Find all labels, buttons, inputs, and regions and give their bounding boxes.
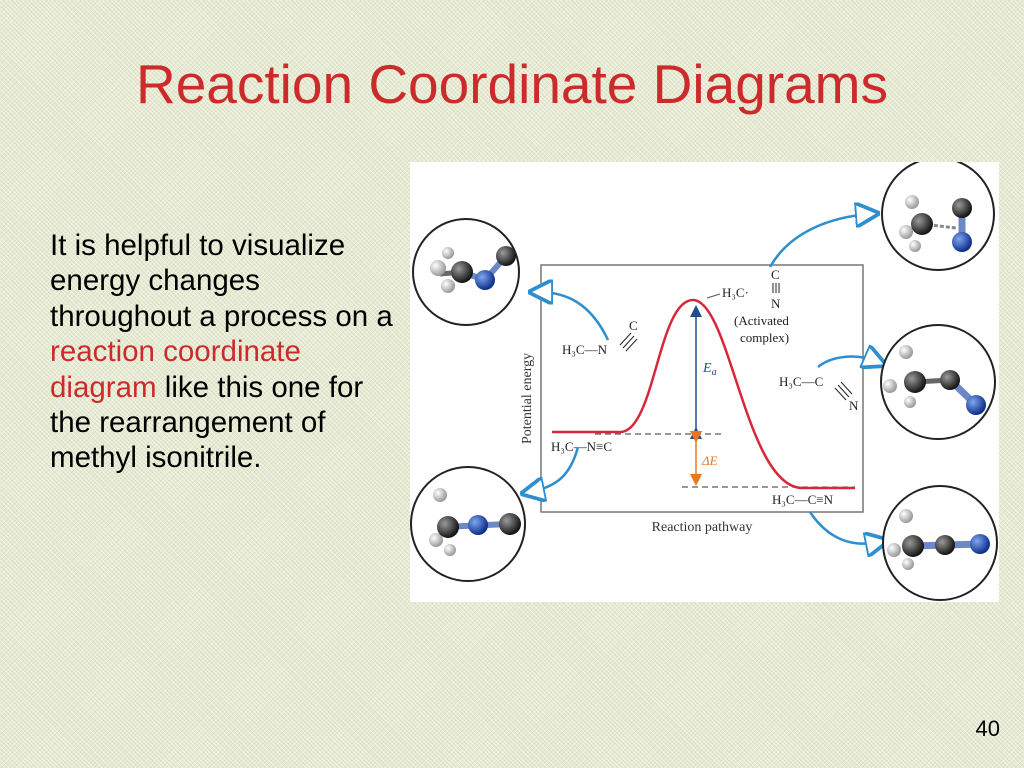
molecule-activated-complex-icon xyxy=(881,162,995,271)
body-text-part2: like this one for the rearrangement of m… xyxy=(50,370,364,475)
activated-complex-formula: H₃C· C N (Activated complex) xyxy=(722,267,789,345)
molecule-product-icon xyxy=(882,485,998,601)
svg-text:C: C xyxy=(771,267,780,282)
svg-text:H₃C—N≡C: H₃C—N≡C xyxy=(551,439,612,454)
svg-text:(Activated: (Activated xyxy=(734,313,789,328)
product-bent-formula: H₃C—C N xyxy=(779,374,859,413)
body-text: It is helpful to visualize energy change… xyxy=(50,228,395,476)
molecule-reactant-bent-icon xyxy=(412,218,520,326)
reactant-bent-formula: H₃C—N C xyxy=(562,318,638,357)
slide-title: Reaction Coordinate Diagrams xyxy=(135,53,889,115)
activated-complex-leader xyxy=(706,293,721,299)
callout-arrow-product-bent xyxy=(817,357,878,367)
molecule-reactant-icon xyxy=(410,466,526,582)
svg-text:H₃C—C: H₃C—C xyxy=(779,374,823,389)
reaction-coordinate-figure: Ea ΔE Potential energy Reaction pathway … xyxy=(410,162,999,602)
delta-e-label: ΔE xyxy=(701,453,718,468)
svg-text:H₃C—C≡N: H₃C—C≡N xyxy=(772,492,834,507)
body-text-highlight: reaction coordinate diagram xyxy=(50,335,301,404)
svg-text:H₃C·: H₃C· xyxy=(722,285,749,300)
diagram-svg: Ea ΔE Potential energy Reaction pathway … xyxy=(410,162,998,601)
svg-text:H₃C—N: H₃C—N xyxy=(562,342,608,357)
callout-arrow-reactant xyxy=(530,446,580,492)
callout-arrow-product xyxy=(808,511,880,544)
reactant-formula: H₃C—N≡C xyxy=(551,439,612,454)
molecule-product-bent-icon xyxy=(880,324,996,440)
energy-curve xyxy=(552,298,855,490)
body-text-part1: It is helpful to visualize energy change… xyxy=(50,229,393,333)
svg-text:N: N xyxy=(771,296,781,311)
plot-frame xyxy=(540,264,864,513)
callout-arrow-reactant-bent xyxy=(538,292,610,341)
svg-text:C: C xyxy=(629,318,638,333)
svg-text:complex): complex) xyxy=(740,330,789,345)
svg-text:N: N xyxy=(849,398,859,413)
x-axis-label: Reaction pathway xyxy=(652,520,753,535)
product-formula: H₃C—C≡N xyxy=(772,492,834,507)
page-number: 40 xyxy=(975,716,1000,741)
y-axis-label: Potential energy xyxy=(520,353,535,444)
ea-label: Ea xyxy=(702,361,717,378)
callout-arrow-activated xyxy=(768,214,870,268)
